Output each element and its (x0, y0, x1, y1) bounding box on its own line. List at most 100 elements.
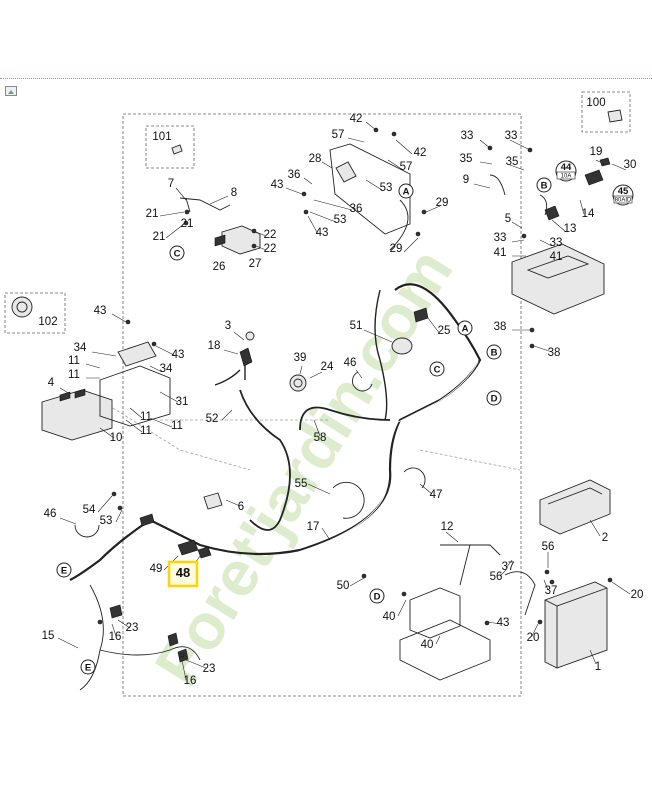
part-label-l43b: 43 (316, 227, 329, 239)
part-label-l40b: 40 (421, 639, 434, 651)
clip-55 (332, 481, 365, 519)
part-label-l25: 25 (438, 325, 451, 337)
svg-text:E: E (85, 663, 91, 674)
inset-100 (581, 91, 631, 133)
part-label-l36b: 36 (350, 203, 363, 215)
part-label-l2: 2 (602, 532, 608, 544)
part-label-l23b: 23 (203, 663, 216, 675)
part-label-l41b: 41 (550, 251, 563, 263)
part-label-l46a: 46 (344, 357, 357, 369)
part-label-l34a: 34 (74, 342, 87, 354)
switch-18 (239, 347, 253, 367)
part-label-l56b: 56 (542, 541, 555, 553)
leader-lines (57, 121, 631, 681)
part-label-l55: 55 (295, 478, 308, 490)
part-label-l16b: 16 (184, 675, 197, 687)
part-label-l37a: 37 (502, 561, 515, 573)
relay-block (221, 225, 261, 255)
part-label-l53b: 53 (334, 214, 347, 226)
part-label-l33a: 33 (461, 130, 474, 142)
part-label-l21b: 21 (153, 231, 166, 243)
part-label-l22b: 22 (264, 243, 277, 255)
svg-text:80AID: 80AID (615, 198, 632, 204)
part-label-l9: 9 (463, 174, 469, 186)
svg-text:10A: 10A (561, 174, 572, 180)
part-label-l11a: 11 (68, 355, 80, 367)
highlight-48 (167, 560, 199, 588)
part-label-l41: 41 (494, 247, 507, 259)
main-harness (69, 283, 482, 581)
part-label-l22a: 22 (264, 229, 277, 241)
part-102 (11, 296, 33, 318)
part-label-l14: 14 (582, 208, 595, 220)
svg-text:45: 45 (618, 186, 629, 197)
part-label-l100: 100 (586, 97, 605, 109)
part-label-l38b: 38 (548, 347, 561, 359)
part-label-l12: 12 (441, 521, 454, 533)
part-100 (607, 109, 623, 123)
part-label-l3: 3 (225, 320, 231, 332)
callout-cD2: D (369, 588, 385, 604)
svg-text:44: 44 (561, 162, 572, 173)
part-label-l50: 50 (337, 580, 350, 592)
svg-text:B: B (541, 181, 548, 192)
part-label-l57a: 57 (332, 129, 345, 141)
callout-cC1: C (169, 245, 185, 261)
part-label-l21a: 21 (146, 208, 159, 220)
svg-text:E: E (61, 566, 67, 577)
battery (544, 581, 608, 669)
part-label-l29b: 29 (390, 243, 403, 255)
part-label-l35b: 35 (506, 156, 519, 168)
battery-cover (539, 479, 611, 535)
part-label-l17: 17 (307, 521, 320, 533)
part-label-l33d: 33 (550, 237, 563, 249)
part-label-l43d: 43 (172, 349, 185, 361)
part-label-l35a: 35 (460, 153, 473, 165)
bracket-7-8 (179, 197, 231, 213)
part-label-l24: 24 (321, 361, 334, 373)
part-label-l30: 30 (624, 159, 637, 171)
part-label-l48: 48 (176, 565, 190, 580)
part-label-l38a: 38 (494, 321, 507, 333)
part-label-l57b: 57 (400, 161, 413, 173)
part-label-l8: 8 (231, 187, 237, 199)
part-label-l31: 31 (176, 396, 189, 408)
part-label-l43a: 43 (271, 179, 284, 191)
part-label-l46b: 46 (44, 508, 57, 520)
part-label-l23a: 23 (126, 622, 139, 634)
part-label-l53c: 53 (100, 515, 113, 527)
part-label-l39: 39 (294, 352, 307, 364)
svg-text:D: D (374, 592, 381, 603)
part-label-l47: 47 (430, 489, 443, 501)
callout-cA1: A (398, 183, 414, 199)
part-101 (171, 144, 183, 155)
part-label-l27: 27 (249, 258, 262, 270)
part-label-l7: 7 (168, 178, 174, 190)
part-label-l16a: 16 (109, 631, 122, 643)
part-label-l4: 4 (48, 377, 55, 389)
part-label-l51: 51 (350, 320, 363, 332)
part-label-l37b: 37 (545, 585, 558, 597)
part-label-l11d: 11 (171, 420, 183, 432)
part-label-l20b: 20 (527, 632, 540, 644)
connector-49 (177, 539, 212, 559)
hinge-bracket (329, 143, 411, 235)
part-label-l18: 18 (208, 340, 221, 352)
part-label-l33b: 33 (505, 130, 518, 142)
part-label-l5: 5 (505, 213, 511, 225)
watermark: Foret'jardin.com (141, 236, 466, 697)
part-label-l10: 10 (110, 432, 123, 444)
part-label-l42b: 42 (414, 147, 427, 159)
horn-24 (289, 374, 307, 392)
part-label-l54: 54 (83, 504, 96, 516)
part-label-l49: 49 (150, 563, 163, 575)
connector-51 (391, 337, 413, 355)
svg-text:A: A (403, 187, 410, 198)
part-label-l58: 58 (314, 432, 327, 444)
inset-102 (4, 292, 66, 334)
part-label-l101: 101 (152, 131, 171, 143)
